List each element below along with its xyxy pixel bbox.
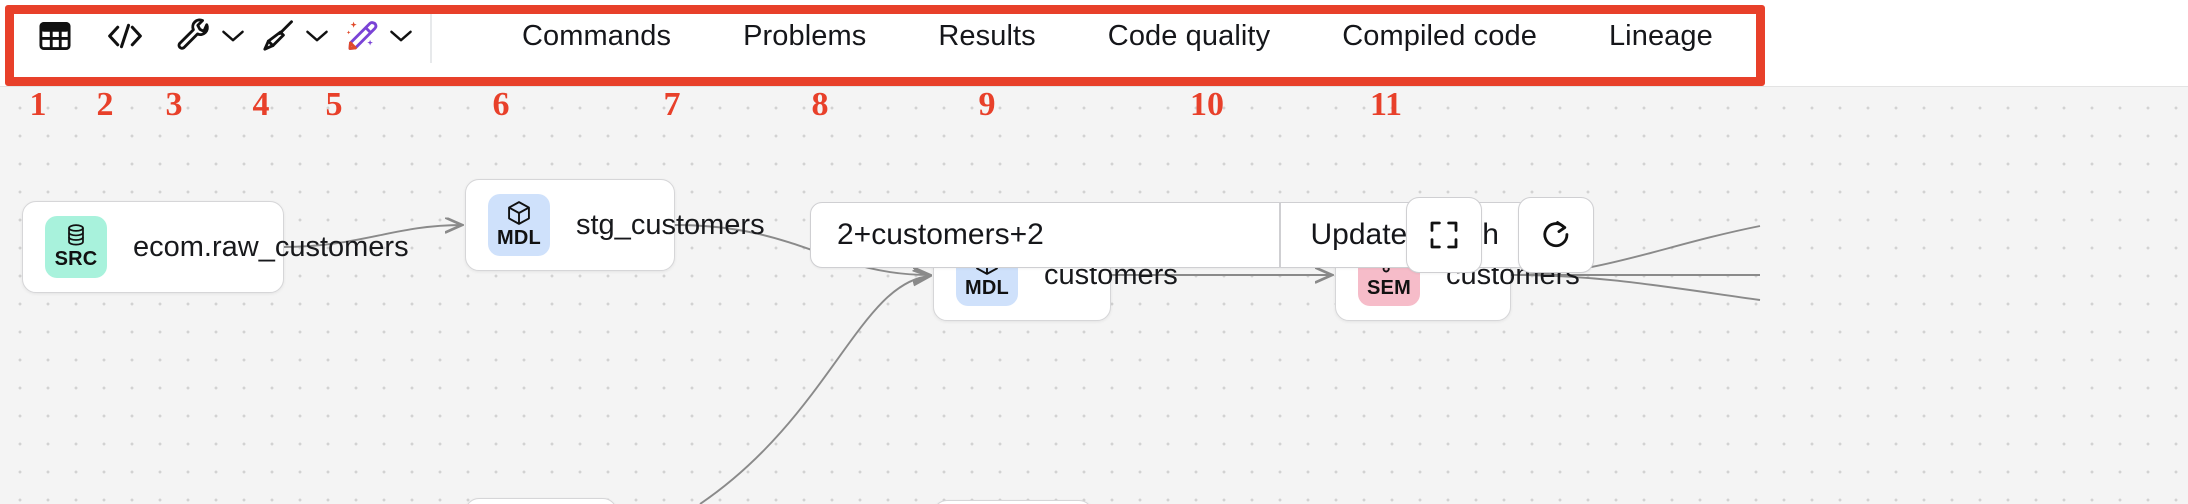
lineage-canvas[interactable]: SRC ecom.raw_customers MDL stg_customers xyxy=(0,86,2188,504)
graph-node-stg-customers[interactable]: MDL stg_customers xyxy=(465,179,765,271)
annotation-number-1: 1 xyxy=(29,86,47,123)
toolbar-divider xyxy=(430,9,432,63)
mdl-badge-label: MDL xyxy=(497,227,541,249)
annotation-number-10: 10 xyxy=(1190,86,1224,123)
toolbar: Commands Problems Results Code quality C… xyxy=(0,0,2188,72)
node-label: ecom.raw_customers xyxy=(133,230,409,263)
chevron-down-icon[interactable] xyxy=(216,12,250,60)
divider xyxy=(1279,203,1281,267)
src-badge: SRC xyxy=(45,216,107,278)
wrench-icon[interactable] xyxy=(172,12,216,60)
annotation-number-9: 9 xyxy=(978,86,996,123)
annotation-number-5: 5 xyxy=(325,86,343,123)
annotation-number-6: 6 xyxy=(492,86,510,123)
tab-bar: Commands Problems Results Code quality C… xyxy=(432,0,1749,72)
sem-badge-label: SEM xyxy=(1367,277,1411,299)
magic-wand-icon[interactable] xyxy=(340,12,384,60)
canvas-top-divider xyxy=(0,86,2188,87)
code-icon[interactable] xyxy=(102,12,148,60)
graph-edges xyxy=(283,86,1761,504)
tab-lineage[interactable]: Lineage xyxy=(1608,20,1713,52)
chevron-down-icon[interactable] xyxy=(300,12,334,60)
refresh-icon xyxy=(1543,221,1569,248)
annotation-number-3: 3 xyxy=(165,86,183,123)
graph-node-partial[interactable] xyxy=(465,498,617,504)
tab-compiled-code[interactable]: Compiled code xyxy=(1342,20,1537,52)
src-badge-label: SRC xyxy=(54,248,98,270)
search-input[interactable] xyxy=(811,203,1279,267)
fullscreen-button[interactable] xyxy=(1406,197,1482,273)
tab-problems[interactable]: Problems xyxy=(743,20,867,52)
fullscreen-icon xyxy=(1430,221,1458,249)
tab-commands[interactable]: Commands xyxy=(522,20,672,52)
tab-results[interactable]: Results xyxy=(938,20,1036,52)
graph-node-ecom-raw-customers[interactable]: SRC ecom.raw_customers xyxy=(22,201,409,293)
refresh-button[interactable] xyxy=(1518,197,1594,273)
mdl-badge: MDL xyxy=(488,194,550,256)
annotation-number-2: 2 xyxy=(96,86,114,123)
mdl-badge-label: MDL xyxy=(965,277,1009,299)
tab-code-quality[interactable]: Code quality xyxy=(1107,20,1271,52)
annotation-number-8: 8 xyxy=(811,86,829,123)
table-icon[interactable] xyxy=(32,12,78,60)
broom-icon[interactable] xyxy=(256,12,300,60)
graph-node-partial[interactable] xyxy=(933,500,1093,504)
annotation-number-11: 11 xyxy=(1369,86,1403,123)
toolbar-icon-group xyxy=(0,0,432,72)
annotation-number-7: 7 xyxy=(663,86,681,123)
node-label: stg_customers xyxy=(576,208,765,241)
chevron-down-icon[interactable] xyxy=(384,12,418,60)
update-graph-button[interactable]: Update Graph xyxy=(1281,203,1529,267)
annotation-number-4: 4 xyxy=(252,86,270,123)
